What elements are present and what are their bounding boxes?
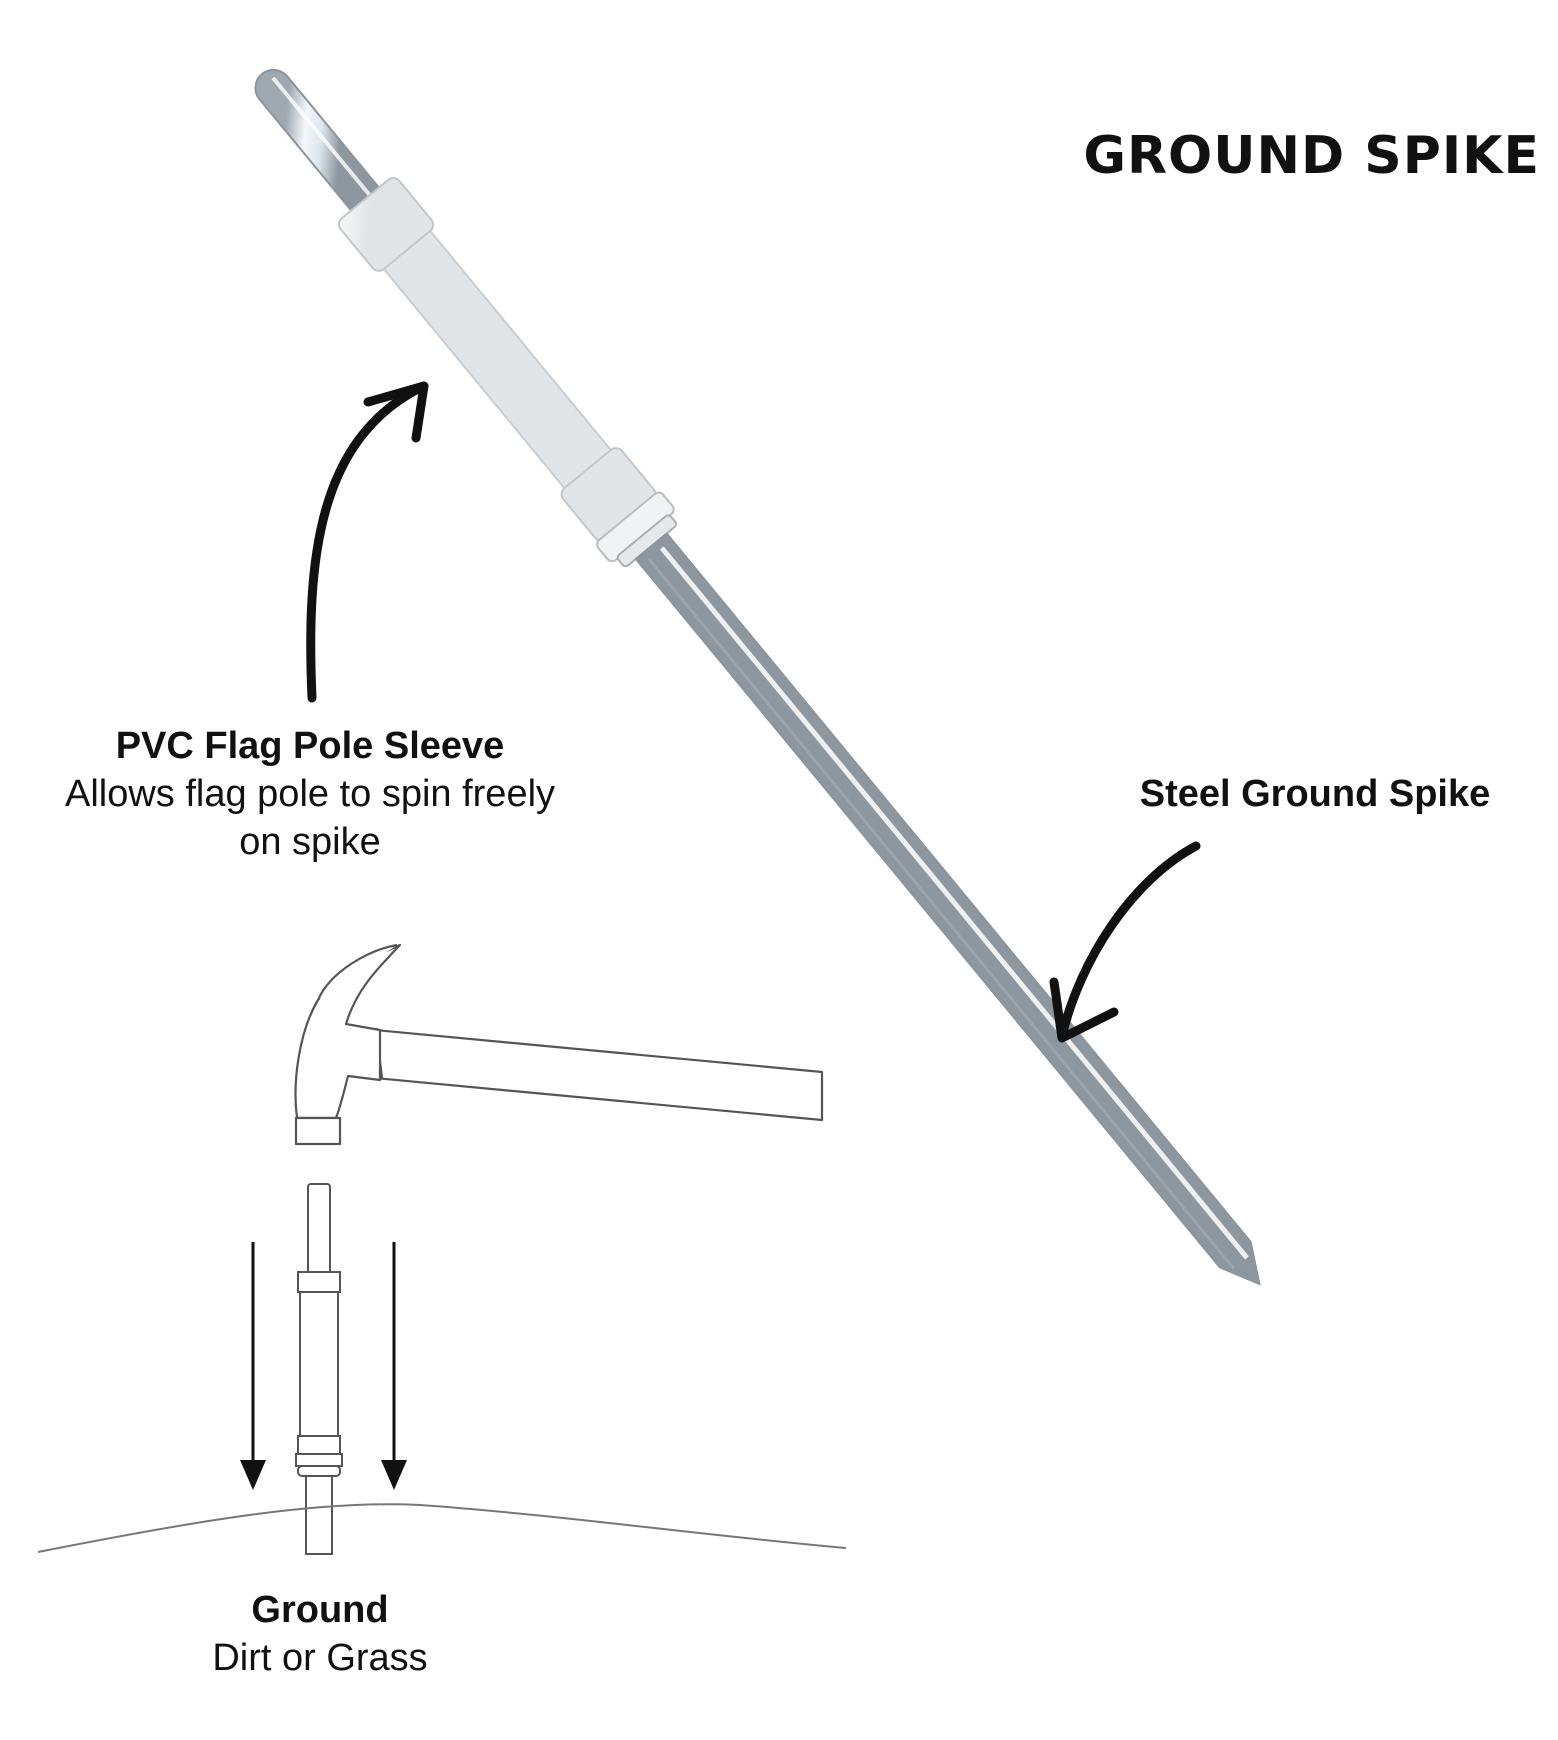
sleeve-arrow <box>306 381 429 703</box>
ground-callout-description: Dirt or Grass <box>212 1637 428 1679</box>
spike-callout-heading: Steel Ground Spike <box>1139 773 1491 815</box>
sleeve-callout-description: Allows flag pole to spin freely on spike <box>64 773 556 863</box>
ground-callout: Ground Dirt or Grass <box>140 1586 500 1682</box>
spike-arrow <box>1049 841 1201 1043</box>
page-title: GROUND SPIKE <box>1083 126 1540 186</box>
ground-callout-heading: Ground <box>251 1589 389 1631</box>
left-down-arrow <box>240 1242 266 1490</box>
ground-line <box>37 1503 847 1553</box>
hammer-icon <box>294 943 824 1146</box>
steel-rod-top <box>254 68 391 226</box>
right-down-arrow <box>381 1242 407 1490</box>
ground-spike-assembly <box>254 68 1261 1286</box>
sleeve-callout: PVC Flag Pole Sleeve Allows flag pole to… <box>40 722 580 866</box>
sleeve-callout-heading: PVC Flag Pole Sleeve <box>115 725 505 767</box>
spike-callout: Steel Ground Spike <box>1080 770 1550 818</box>
spike-line-drawing <box>295 1183 343 1555</box>
pvc-sleeve <box>337 177 677 568</box>
steel-spike-rod <box>634 532 1261 1286</box>
